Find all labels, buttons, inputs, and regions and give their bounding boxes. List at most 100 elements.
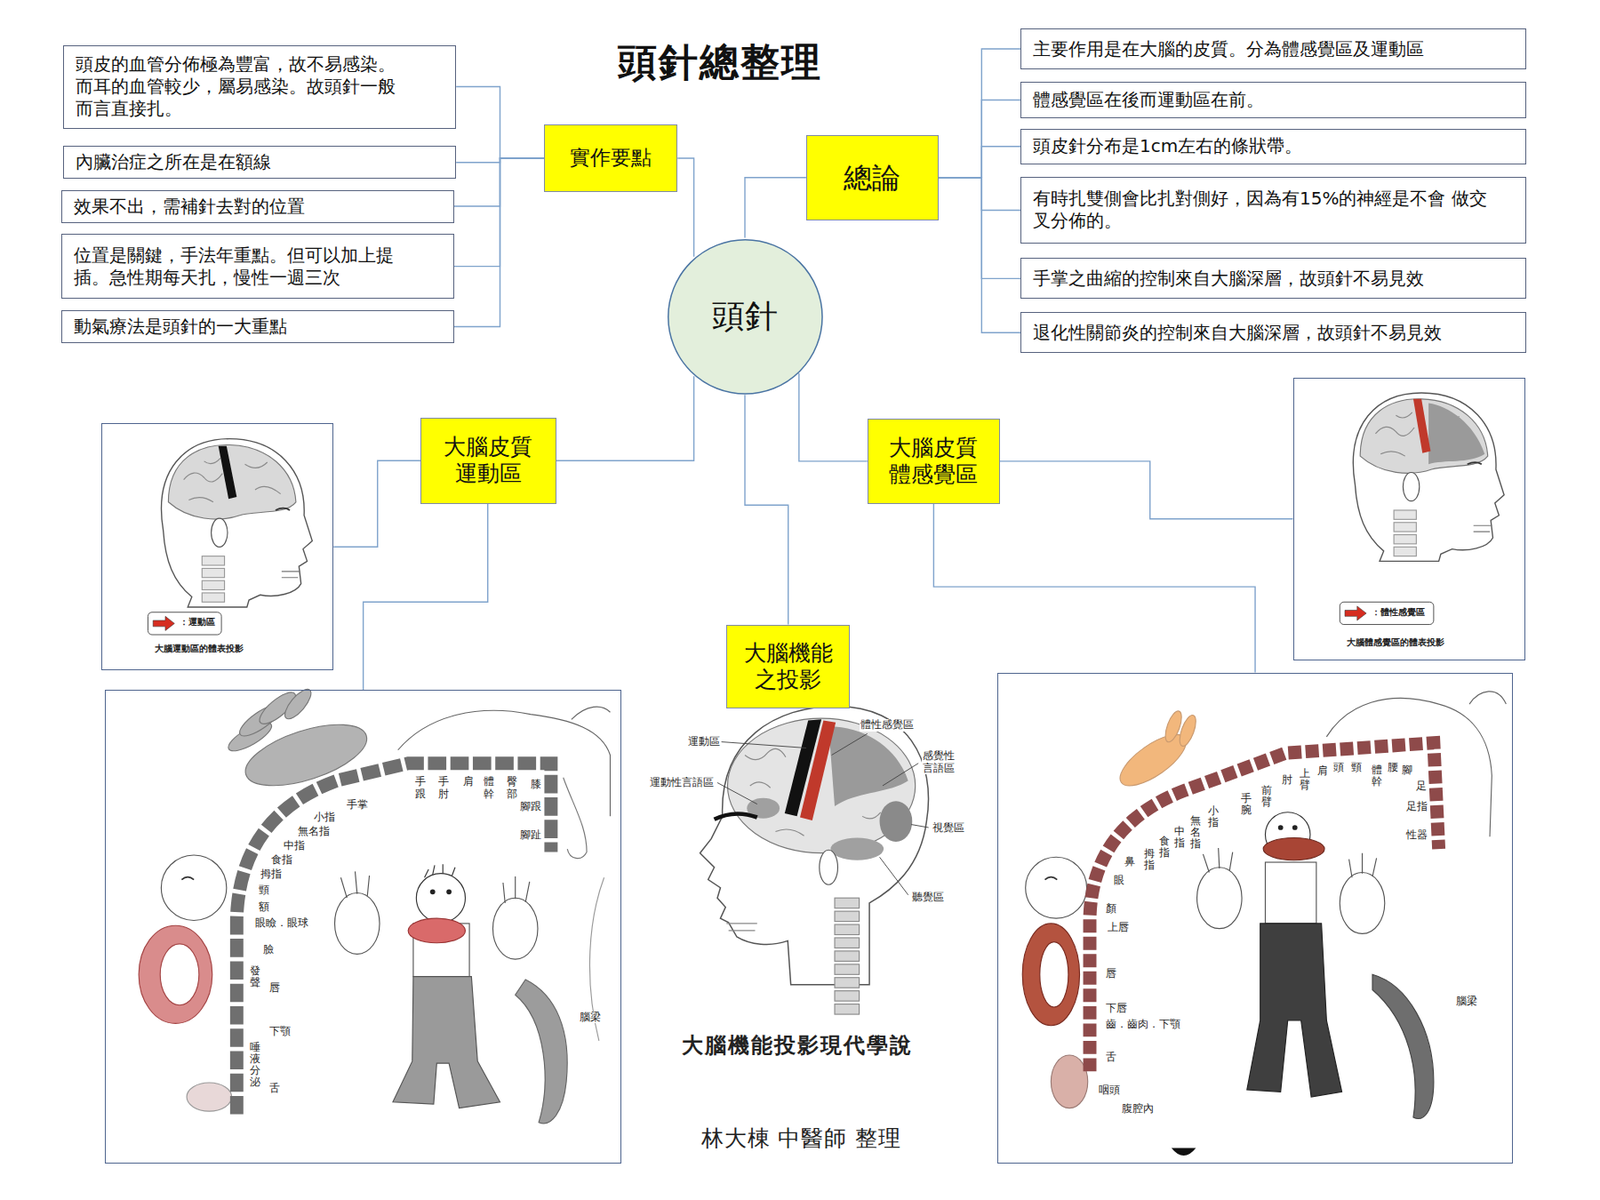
figure-label: 體幹 xyxy=(482,776,496,800)
connector-line xyxy=(938,48,1021,178)
leader-line xyxy=(717,782,758,804)
brain-figure xyxy=(727,718,915,854)
region-label: 感覺性 言語區 xyxy=(921,750,960,776)
region-label: 聽覺區 xyxy=(911,891,945,904)
figure-label: 上臂 xyxy=(1298,768,1312,792)
figure-label: 下唇 xyxy=(1104,1002,1128,1016)
branch-box: 大腦機能 之投影 xyxy=(726,624,850,709)
branch-box: 總論 xyxy=(806,135,939,221)
motor-homunculus xyxy=(392,976,501,1109)
node-text: 退化性關節炎的控制來自大腦深層，故頭針不易見效 xyxy=(1032,321,1442,344)
motor-homunculus xyxy=(492,897,538,960)
brain-figure xyxy=(834,964,860,975)
figure-label: 肩 xyxy=(1316,765,1329,778)
figure-label: 肩 xyxy=(462,776,475,788)
sensory-homunculus xyxy=(1025,856,1088,919)
sensory-homunculus xyxy=(1176,712,1200,748)
brain-figure xyxy=(726,923,757,931)
figure-label: 拇指 xyxy=(1143,848,1156,872)
note-box: 手掌之曲縮的控制來自大腦深層，故頭針不易見效 xyxy=(1020,257,1527,299)
connector-line xyxy=(938,177,1021,211)
node-text: 體感覺區在後而運動區在前。 xyxy=(1032,88,1264,112)
note-box: 退化性關節炎的控制來自大腦深層，故頭針不易見效 xyxy=(1020,312,1527,353)
figure-box: ：體性感覺區大腦體感覺區的體表投影 xyxy=(1293,377,1527,661)
figure-label: 下顎 xyxy=(268,1025,292,1039)
connector-line xyxy=(456,87,544,159)
leader-line xyxy=(717,733,929,895)
connector-line xyxy=(744,394,789,624)
node-text: 有時扎雙側會比扎對側好，因為有15%的神經是不會 做交叉分佈的。 xyxy=(1032,187,1492,232)
figure-label: 膝 xyxy=(529,778,543,792)
sensory-homunculus xyxy=(1022,923,1080,1026)
connector-line xyxy=(799,373,868,462)
leader-line xyxy=(880,856,909,895)
motor-homunculus xyxy=(138,925,213,1024)
brain-figure xyxy=(834,897,860,908)
figure-label: 唾液分泌 xyxy=(248,1041,262,1089)
brain-figure xyxy=(834,977,860,988)
leader-line xyxy=(721,742,807,749)
connector-line xyxy=(938,146,1021,178)
figure-label: 腦梁 xyxy=(578,1011,602,1024)
note-box: 動氣療法是頭針的一大重點 xyxy=(61,310,455,344)
motor-homunculus xyxy=(186,1082,232,1112)
node-text: 大腦皮質 運動區 xyxy=(440,433,537,488)
note-box: 體感覺區在後而運動區在前。 xyxy=(1020,81,1527,119)
figure-label: 大腦體感覺區的體表投影 xyxy=(1345,637,1446,648)
connector-line xyxy=(933,504,1256,672)
connector-line xyxy=(1000,461,1294,520)
figure-label: 臉 xyxy=(262,944,275,957)
figure-label: 肘 xyxy=(1280,774,1294,787)
figure-label: 無名指 xyxy=(296,825,331,839)
note-box: 有時扎雙側會比扎對側好，因為有15%的神經是不會 做交叉分佈的。 xyxy=(1020,176,1527,245)
connector-line xyxy=(744,177,807,239)
sensory-head-figure xyxy=(1428,402,1485,464)
sensory-head-figure xyxy=(1339,601,1434,624)
brain-figure xyxy=(834,1004,860,1015)
figure-label: 顏 xyxy=(1104,903,1118,916)
node-text: 頭皮的血管分佈極為豐富，故不易感染。 而耳的血管較少，屬易感染。故頭針一般 而言… xyxy=(75,53,407,120)
figure-label: 手肘 xyxy=(437,776,450,800)
sensory-homunculus xyxy=(1372,974,1434,1119)
diagram-title: 頭針總整理 xyxy=(617,39,823,87)
motor-homunculus xyxy=(335,892,381,954)
sensory-homunculus xyxy=(1264,862,1316,924)
figure-label: 鼻 xyxy=(1123,856,1136,869)
figure-label: 手腕 xyxy=(1240,792,1253,816)
figure-box: 腳腰體幹頸頭肩上臂肘前臂手腕小指無名指中指食指拇指鼻眼顏上唇唇下唇齒．齒肉．下顎… xyxy=(997,672,1514,1164)
sensory-head-figure xyxy=(1339,392,1504,625)
branch-box: 大腦皮質 體感覺區 xyxy=(867,418,1000,504)
sensory-homunculus xyxy=(1197,867,1243,929)
note-box: 頭皮的血管分佈極為豐富，故不易感染。 而耳的血管較少，屬易感染。故頭針一般 而言… xyxy=(63,45,456,129)
figure-box: 手跟手肘肩體幹臀部膝腳跟腳趾手掌小指無名指中指食指拇指頸額眼瞼．眼球臉發聲唇下顎… xyxy=(104,689,622,1164)
figure-label: ：體性感覺區 xyxy=(1370,607,1426,618)
sensory-head-figure xyxy=(1352,392,1504,561)
note-box: 效果不出，需補針去對的位置 xyxy=(61,190,455,224)
motor-head-figure xyxy=(147,439,312,635)
figure-label: 眼瞼．眼球 xyxy=(254,917,310,930)
sensory-homunculus xyxy=(1278,824,1284,831)
connector-line xyxy=(333,460,421,547)
branch-box: 實作要點 xyxy=(544,124,678,192)
figure-label: 小指 xyxy=(1207,805,1220,829)
figure-box: ：運動區大腦運動區的體表投影 xyxy=(101,423,335,671)
connector-line xyxy=(677,158,694,257)
figure-label: 性器 xyxy=(1405,829,1429,842)
central-circle: 頭針 xyxy=(666,238,824,396)
sensory-homunculus xyxy=(1040,942,1069,1008)
figure-label: 唇 xyxy=(268,982,281,995)
sensory-homunculus xyxy=(1050,1055,1088,1109)
node-text: 手掌之曲縮的控制來自大腦深層，故頭針不易見效 xyxy=(1032,267,1424,290)
figure-label: 眼 xyxy=(1112,874,1126,888)
motor-homunculus xyxy=(563,777,587,859)
sensory-homunculus xyxy=(1171,1147,1197,1156)
motor-homunculus xyxy=(138,685,610,1124)
connector-line xyxy=(938,177,1021,280)
motor-homunculus xyxy=(160,944,200,1006)
brain-figure xyxy=(700,705,929,1015)
node-text: 主要作用是在大腦的皮質。分為體感覺區及運動區 xyxy=(1032,38,1424,61)
note-box: 主要作用是在大腦的皮質。分為體感覺區及運動區 xyxy=(1020,28,1527,70)
figure-label: 腰 xyxy=(1386,761,1400,775)
